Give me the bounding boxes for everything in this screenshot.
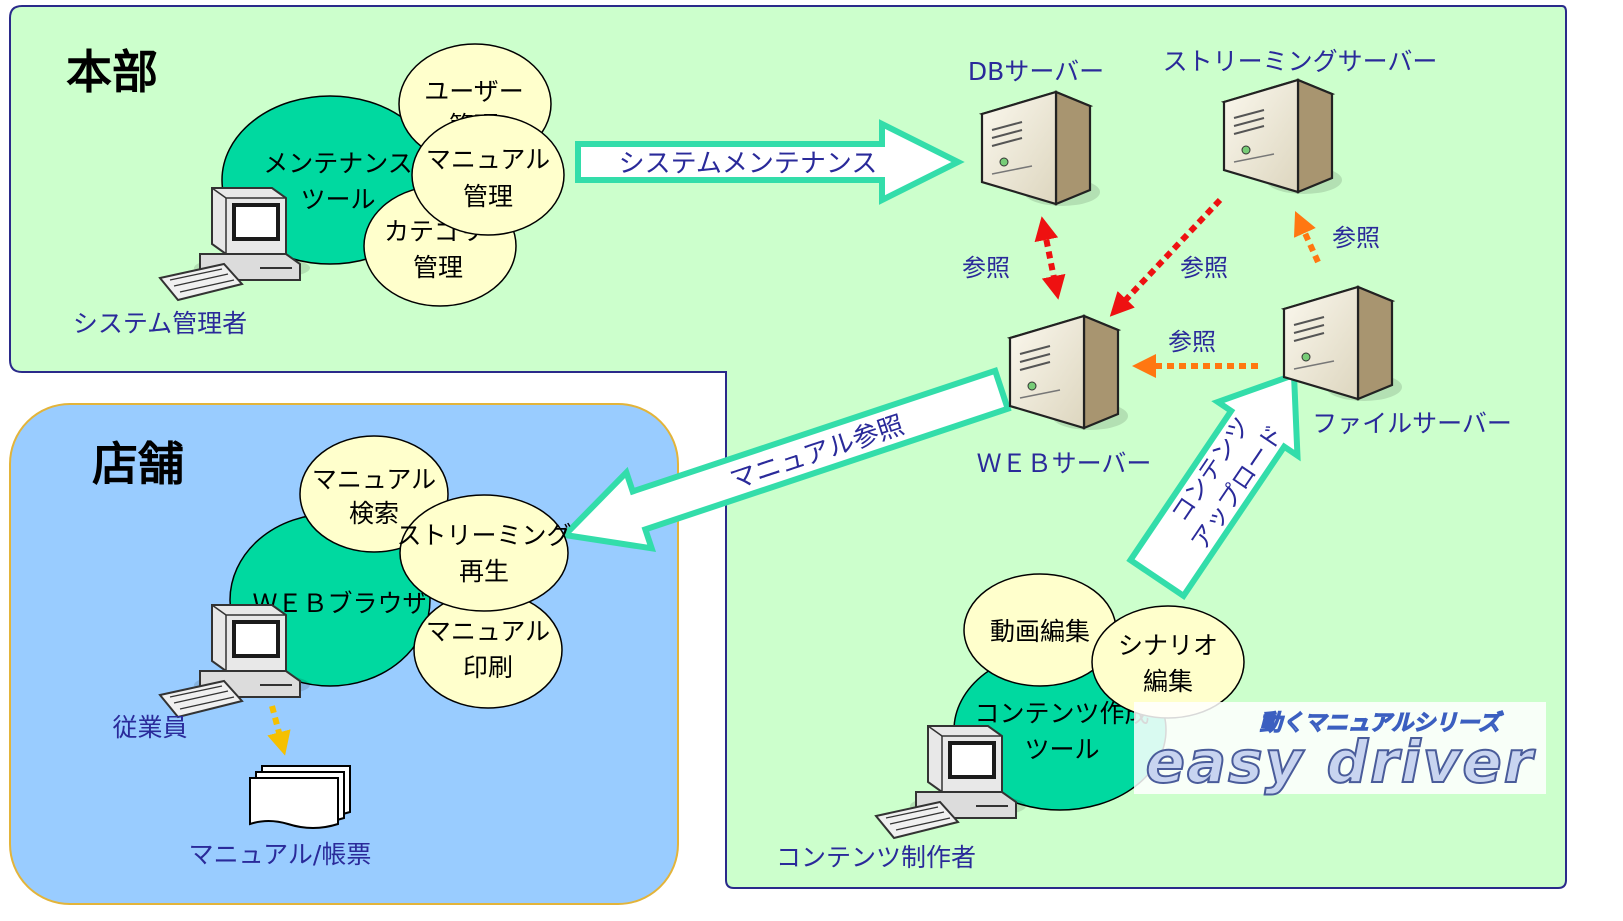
- manual-management-label-2: 管理: [463, 182, 513, 211]
- system-maintenance-arrow: [575, 119, 965, 205]
- manual-print-label-2: 印刷: [463, 653, 513, 682]
- printed-documents-icon: [249, 765, 351, 829]
- system-maintenance-label: システムメンテナンス: [619, 149, 878, 179]
- file-streaming-reference-arrow: [1293, 211, 1321, 264]
- manual-forms-label: マニュアル/帳票: [189, 840, 372, 869]
- file-streaming-reference-label: 参照: [1332, 224, 1380, 252]
- file-server-label: ファイルサーバー: [1312, 409, 1512, 438]
- streaming-reference-label: 参照: [1180, 254, 1228, 282]
- manual-management-label-1: マニュアル: [426, 145, 550, 174]
- manual-search-label-2: 検索: [349, 499, 399, 528]
- scenario-edit-label-2: 編集: [1143, 667, 1193, 696]
- manual-management-ellipse: [411, 114, 565, 236]
- easy-driver-logo: 動くマニュアルシリーズ easy driver: [1134, 702, 1546, 797]
- streaming-play-label-1: ストリーミング: [396, 521, 571, 550]
- maintenance-tool-label-2: ツール: [300, 185, 375, 214]
- logo-title: easy driver: [1146, 728, 1536, 796]
- streaming-server-label: ストリーミングサーバー: [1163, 47, 1438, 76]
- video-edit-label: 動画編集: [990, 617, 1090, 646]
- scenario-edit-label-1: シナリオ: [1118, 631, 1218, 660]
- db-web-reference-arrow: [1034, 216, 1066, 300]
- manual-reference-arrow: [558, 367, 1012, 553]
- creator-label: コンテンツ制作者: [776, 843, 976, 872]
- content-upload-arrow: [1126, 370, 1301, 601]
- db-reference-label: 参照: [962, 254, 1010, 282]
- admin-label: システム管理者: [73, 309, 247, 338]
- employee-label: 従業員: [112, 713, 187, 742]
- scenario-edit-ellipse: [1091, 605, 1245, 719]
- streaming-web-reference-arrow: [1109, 197, 1223, 317]
- category-management-label-2: 管理: [413, 253, 463, 282]
- db-server-label: DBサーバー: [968, 57, 1104, 86]
- manual-print-label-1: マニュアル: [426, 617, 550, 646]
- web-server-label: ＷＥＢサーバー: [977, 449, 1152, 478]
- print-output-arrow: [267, 705, 291, 756]
- streaming-play-label-2: 再生: [459, 557, 509, 586]
- logo-subtitle: 動くマニュアルシリーズ: [1260, 710, 1504, 736]
- manual-search-label-1: マニュアル: [312, 465, 436, 494]
- file-web-reference-label: 参照: [1168, 328, 1216, 356]
- maintenance-tool-label-1: メンテナンス: [263, 149, 413, 178]
- region-store-label: 店舗: [92, 437, 184, 491]
- manual-search-ellipse: [299, 435, 449, 553]
- content-tool-label-2: ツール: [1024, 735, 1099, 764]
- user-management-label-1: ユーザー: [424, 77, 524, 106]
- streaming-play-ellipse: [399, 494, 569, 612]
- region-headquarters-label: 本部: [66, 45, 158, 99]
